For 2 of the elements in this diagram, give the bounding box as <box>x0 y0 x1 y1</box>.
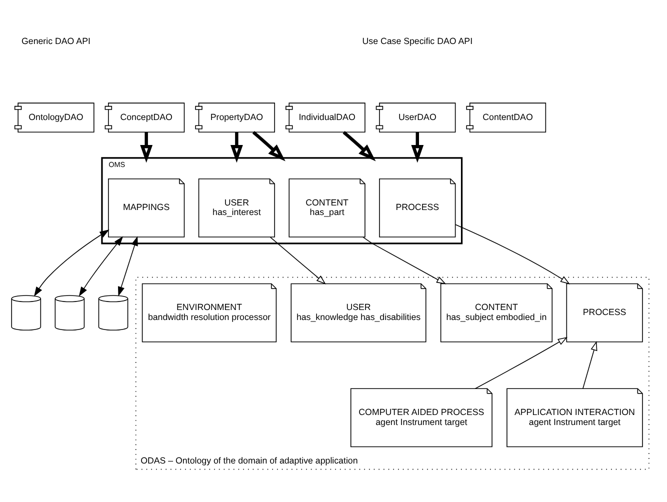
label: Use Case Specific DAO API <box>362 36 473 46</box>
label: Generic DAO API <box>22 36 90 46</box>
